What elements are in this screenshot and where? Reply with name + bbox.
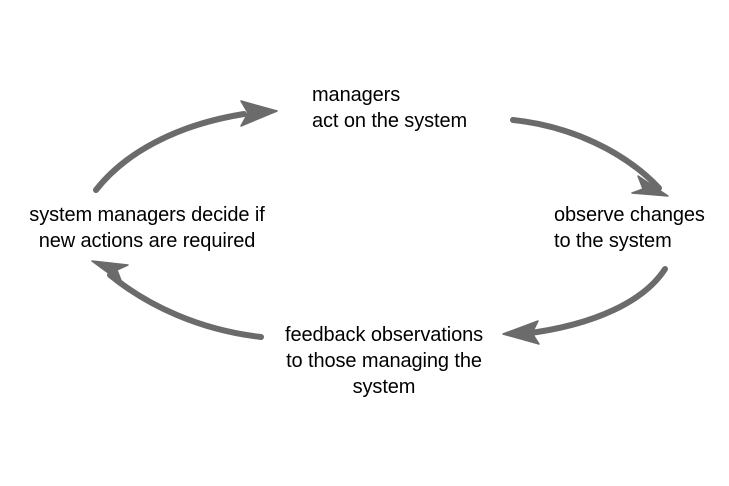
arrow-top-to-right [510, 117, 669, 197]
arrow-left-to-top [93, 100, 278, 193]
node-feedback-observations: feedback observations to those managing … [284, 324, 484, 398]
arrow-left-to-top-shaft [93, 111, 247, 193]
node-observe-changes: observe changes to the system [554, 204, 705, 252]
arrow-right-to-bottom [502, 266, 668, 345]
node-managers-act: managers act on the system [312, 84, 468, 132]
arrow-top-to-right-shaft [510, 117, 662, 191]
node-system-managers-decide: system managers decide if new actions ar… [29, 204, 265, 252]
arrow-top-to-right-head [631, 175, 669, 197]
arrow-left-to-top-head [240, 100, 278, 127]
arrow-bottom-to-left-head [91, 260, 129, 284]
arrow-bottom-to-left [91, 260, 264, 340]
arrow-bottom-to-left-shaft [107, 272, 264, 340]
arrow-right-to-bottom-head [502, 320, 540, 345]
arrow-right-to-bottom-shaft [520, 266, 668, 337]
